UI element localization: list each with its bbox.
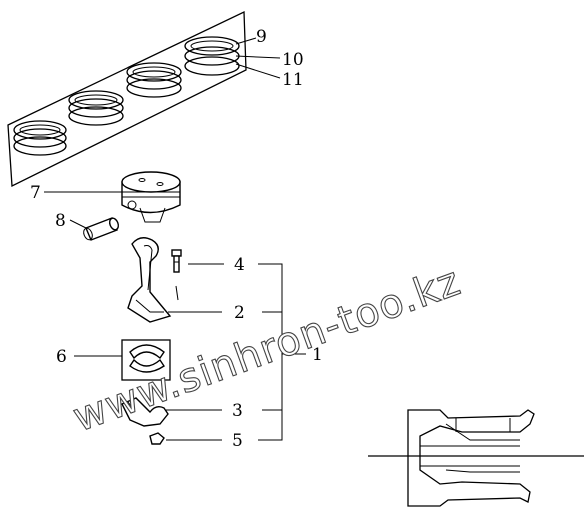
callout-2: 2: [234, 303, 245, 323]
engine-reference-sketch: [368, 409, 584, 507]
ring-set-3: [126, 62, 182, 98]
nut: [149, 432, 165, 445]
callout-1: 1: [312, 345, 323, 365]
callout-10: 10: [282, 50, 304, 70]
bearing-shells: [121, 339, 171, 381]
callout-8: 8: [55, 211, 66, 231]
leader-lines: [44, 37, 306, 441]
callout-11: 11: [282, 70, 304, 90]
watermark: www.sinhron-too.kz: [67, 258, 467, 441]
connecting-rod: [127, 237, 172, 323]
callout-7: 7: [30, 183, 41, 203]
piston: [121, 171, 181, 223]
callout-5: 5: [232, 431, 243, 451]
rod-cap: [121, 397, 169, 427]
ring-set-1: [13, 120, 67, 156]
rod-bolt: [171, 249, 182, 301]
callout-4: 4: [234, 255, 245, 275]
callout-9: 9: [256, 27, 267, 47]
callout-3: 3: [232, 401, 243, 421]
ring-set-2: [68, 90, 124, 126]
piston-ring-tray: [7, 10, 247, 188]
ring-set-4: [184, 36, 240, 76]
callout-6: 6: [56, 347, 67, 367]
piston-pin: [83, 217, 120, 241]
